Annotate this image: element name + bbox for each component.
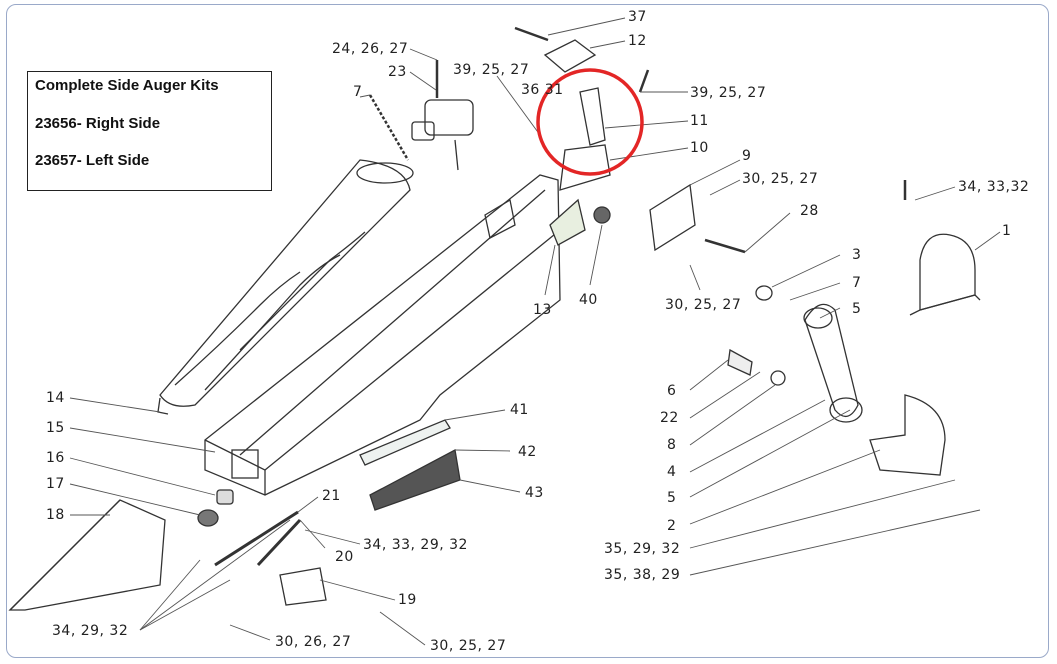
callout-20: 20	[335, 549, 354, 565]
kit-info-box: Complete Side Auger Kits 23656- Right Si…	[27, 71, 272, 191]
callout-34-33-29-32: 34, 33, 29, 32	[363, 537, 468, 553]
bolt-37	[514, 26, 549, 42]
callout-35-38-29: 35, 38, 29	[604, 567, 680, 583]
callout-8: 8	[667, 437, 676, 453]
callout-16: 16	[46, 450, 65, 466]
callout-41: 41	[510, 402, 529, 418]
callout-21: 21	[322, 488, 341, 504]
callout-1: 1	[1002, 223, 1011, 239]
callout-30-25-27-b: 30, 25, 27	[665, 297, 741, 313]
drive-shaft	[368, 94, 410, 161]
callout-15: 15	[46, 420, 65, 436]
auger-flighting	[159, 159, 411, 407]
pin-28	[704, 238, 746, 254]
callout-9: 9	[742, 148, 751, 164]
knob-40	[593, 206, 611, 224]
callout-4: 4	[667, 464, 676, 480]
pulley-lower	[829, 397, 863, 423]
callout-14: 14	[46, 390, 65, 406]
nut-3	[755, 285, 773, 301]
callout-2: 2	[667, 518, 676, 534]
bearing-16	[216, 489, 234, 505]
hub-6	[727, 348, 753, 376]
callout-35-29-32: 35, 29, 32	[604, 541, 680, 557]
callout-30-26-27: 30, 26, 27	[275, 634, 351, 650]
wear-plate-41	[359, 419, 451, 466]
callout-42: 42	[518, 444, 537, 460]
pulley-upper	[803, 307, 833, 329]
callout-7-b: 7	[852, 275, 861, 291]
callout-3: 3	[852, 247, 861, 263]
callout-24-26-27: 24, 26, 27	[332, 41, 408, 57]
gearbox	[424, 99, 474, 136]
idler-bracket	[649, 183, 696, 252]
belt-guard	[869, 394, 946, 476]
kit-right-side: 23656- Right Side	[35, 115, 161, 132]
callout-28: 28	[800, 203, 819, 219]
auger-trough	[204, 174, 561, 496]
callout-37: 37	[628, 9, 647, 25]
strap-21	[214, 510, 299, 567]
callout-34-29-32: 34, 29, 32	[52, 623, 128, 639]
bracket-11	[579, 87, 606, 146]
callout-30-25-27-a: 30, 25, 27	[742, 171, 818, 187]
callout-43: 43	[525, 485, 544, 501]
callout-17: 17	[46, 476, 65, 492]
callout-19: 19	[398, 592, 417, 608]
bracket-13	[549, 198, 586, 246]
auger-flighting-end	[356, 162, 414, 184]
guard-shield	[919, 233, 976, 311]
callout-7-a: 7	[353, 84, 362, 100]
callout-22: 22	[660, 410, 679, 426]
callout-10: 10	[690, 140, 709, 156]
nose-cone	[8, 499, 166, 611]
callout-23: 23	[388, 64, 407, 80]
wear-plate-43	[369, 449, 461, 511]
callout-6: 6	[667, 383, 676, 399]
callout-30-25-27-c: 30, 25, 27	[430, 638, 506, 654]
strap-20	[256, 518, 302, 567]
callout-34-33-32-a: 34, 33,32	[958, 179, 1029, 195]
callout-5-b: 5	[667, 490, 676, 506]
callout-40: 40	[579, 292, 598, 308]
callout-39-25-27-a: 39, 25, 27	[453, 62, 529, 78]
kit-left-side: 23657- Left Side	[35, 152, 150, 169]
callout-13: 13	[533, 302, 552, 318]
callout-36-31: 36 31	[521, 82, 564, 98]
bracket-19	[279, 567, 327, 606]
callout-5-a: 5	[852, 301, 861, 317]
bracket-10	[559, 144, 611, 191]
cup-17	[197, 509, 219, 527]
highlight-circle	[536, 68, 644, 176]
callout-18: 18	[46, 507, 65, 523]
callout-12: 12	[628, 33, 647, 49]
callout-39-25-27-b: 39, 25, 27	[690, 85, 766, 101]
callout-11: 11	[690, 113, 709, 129]
mount-plate	[543, 39, 597, 73]
kit-title: Complete Side Auger Kits	[35, 77, 219, 94]
